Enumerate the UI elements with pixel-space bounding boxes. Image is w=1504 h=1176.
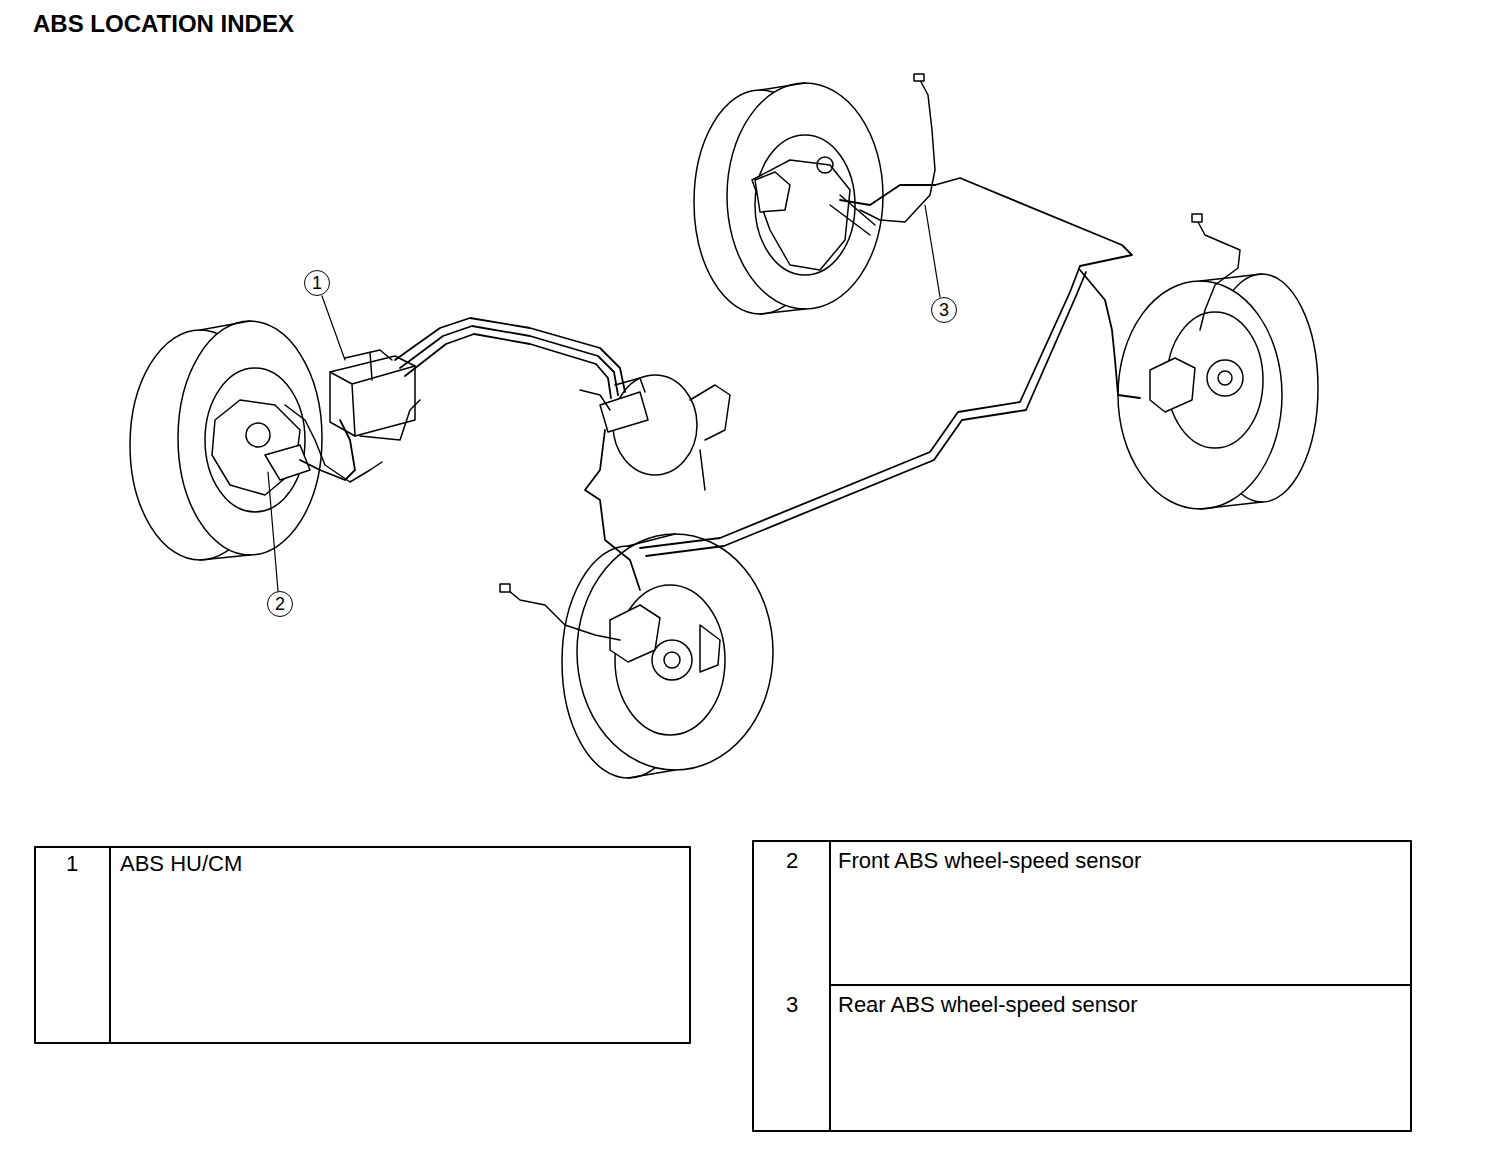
item-number: 3 [786, 992, 798, 1017]
part-name: Front ABS wheel-speed sensor [838, 848, 1141, 873]
connector [914, 74, 924, 81]
callout-number: 2 [275, 595, 285, 613]
leader-line [268, 205, 940, 591]
master-cylinder [600, 392, 648, 432]
index-table [35, 841, 1411, 1131]
hub [652, 640, 692, 680]
bracket [360, 400, 420, 440]
hub [1218, 371, 1232, 385]
caliper [610, 605, 660, 662]
sensor-wire [285, 74, 1240, 640]
brake-line [1080, 270, 1140, 398]
brake-rotor [205, 368, 305, 512]
front-wheel [130, 321, 322, 560]
tire [178, 321, 322, 555]
page-title: ABS LOCATION INDEX [33, 10, 294, 38]
item-number: 2 [786, 848, 798, 873]
table-divider [109, 847, 111, 1043]
sensor-wire [860, 80, 935, 222]
callout-number: 1 [312, 274, 322, 292]
callout-circle: 3 [931, 297, 957, 323]
brake-line [300, 178, 1140, 590]
hub [1207, 360, 1243, 396]
hub [664, 652, 680, 668]
caliper [700, 625, 720, 672]
connector [500, 584, 510, 592]
brake-booster [580, 375, 730, 490]
tire-tread [1200, 274, 1262, 509]
front-wheel [562, 534, 773, 778]
leader-line [322, 296, 345, 360]
pedal-bracket [690, 385, 730, 490]
part-name: ABS HU/CM [120, 851, 242, 876]
sensor-wire [285, 405, 382, 482]
connector [1192, 214, 1202, 222]
table-border [753, 841, 1411, 1131]
sensor-wire [1198, 222, 1240, 330]
callout-number: 3 [939, 301, 949, 319]
tire [727, 83, 883, 309]
caliper [755, 172, 790, 212]
rear-wheel [1118, 274, 1318, 509]
brake-line [300, 420, 355, 480]
reservoir [580, 378, 645, 410]
hydraulic-unit-ports [345, 350, 392, 380]
arm [830, 195, 875, 235]
brake-line [395, 318, 625, 392]
callout-circle: 2 [267, 591, 293, 617]
tire [577, 534, 773, 770]
knuckle [212, 400, 300, 495]
knuckle [752, 160, 850, 270]
brake-line [405, 334, 611, 398]
table-divider [830, 841, 1411, 1131]
callout-circle: 1 [304, 270, 330, 296]
brake-line [585, 430, 640, 590]
sensor-wire [508, 590, 620, 640]
brake-line [640, 178, 1132, 548]
leader-line [925, 205, 940, 297]
tire [1118, 281, 1282, 509]
part-name: Rear ABS wheel-speed sensor [838, 992, 1138, 1017]
rear-wheel [694, 83, 883, 314]
hub [817, 157, 833, 173]
brake-line [840, 185, 935, 205]
caliper [1150, 358, 1195, 412]
table-border [35, 847, 690, 1043]
hub [246, 423, 270, 447]
brake-line [646, 272, 1086, 556]
item-number: 1 [66, 851, 78, 876]
leader-line [268, 472, 278, 591]
